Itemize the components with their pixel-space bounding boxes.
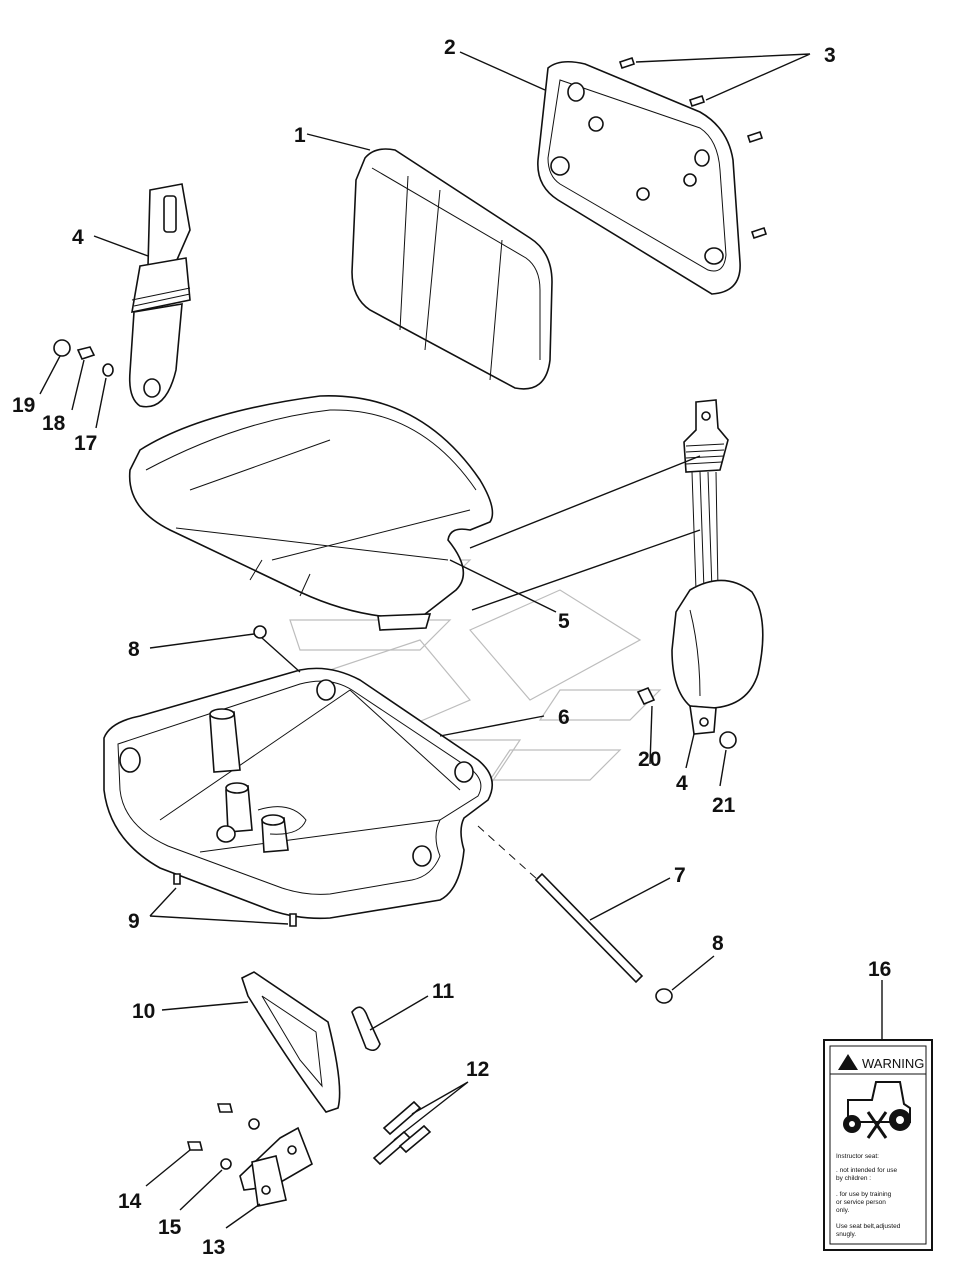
- callout-15: 15: [158, 1216, 182, 1239]
- callout-4-right: 4: [676, 772, 688, 795]
- label-heading: Instructor seat:: [836, 1153, 879, 1160]
- warning-triangle-icon: [838, 1054, 858, 1070]
- callout-2: 2: [444, 36, 456, 59]
- label-line-6: Use seat belt,adjusted: [836, 1223, 901, 1230]
- label-line-5: only.: [836, 1207, 849, 1214]
- seat-cushion: [128, 395, 494, 631]
- tractor-icon: [843, 1081, 911, 1139]
- callout-20: 20: [638, 748, 661, 771]
- callout-5: 5: [558, 610, 570, 633]
- backrest-cushion: [351, 148, 553, 390]
- callout-8-bottom: 8: [712, 932, 724, 955]
- callout-12: 12: [466, 1058, 489, 1081]
- callout-3: 3: [824, 44, 836, 67]
- callout-9: 9: [128, 910, 140, 933]
- callout-10: 10: [132, 1000, 155, 1023]
- plug-8-top: [253, 625, 267, 639]
- callout-18: 18: [42, 412, 66, 435]
- callout-numbers: 1 2 3 4 4 5 6 7 8 8 9 10 11 12 13 14 15 …: [12, 36, 891, 1259]
- warning-label: WARNING Instructor seat: . not intended …: [823, 1039, 933, 1251]
- label-line-3: . for use by training: [836, 1191, 892, 1198]
- callout-6: 6: [558, 706, 570, 729]
- seat-belt-retractor-right: [671, 399, 764, 735]
- spring-11: [351, 1006, 381, 1052]
- callout-13: 13: [202, 1236, 225, 1259]
- fasteners-14-15: [186, 1103, 260, 1170]
- hinge-13: [239, 1126, 313, 1207]
- fasteners-20-21: [636, 686, 737, 749]
- label-line-1: . not intended for use: [836, 1167, 897, 1174]
- bracket-10: [241, 971, 341, 1113]
- plug-8-bottom: [655, 988, 673, 1004]
- screws-9: [173, 873, 297, 927]
- warning-title: WARNING: [862, 1056, 924, 1071]
- seat-pan: [103, 667, 494, 920]
- fasteners-17-19: [53, 339, 114, 377]
- screws-3: [618, 56, 768, 240]
- callout-17: 17: [74, 432, 97, 455]
- callout-16: 16: [868, 958, 891, 981]
- callout-1: 1: [294, 124, 306, 147]
- pins-12: [372, 1100, 432, 1166]
- callout-11: 11: [432, 980, 455, 1003]
- callout-14: 14: [118, 1190, 142, 1213]
- rod-7: [477, 825, 644, 984]
- seat-belt-buckle-left: [128, 183, 191, 408]
- label-line-2: by children :: [836, 1175, 871, 1182]
- callout-7: 7: [674, 864, 686, 887]
- callout-21: 21: [712, 794, 736, 817]
- leader-lines: [39, 51, 883, 1229]
- callout-8-top: 8: [128, 638, 140, 661]
- label-line-7: snugly.: [836, 1231, 856, 1238]
- label-line-4: or service person: [836, 1199, 886, 1206]
- callout-4-left: 4: [72, 226, 84, 249]
- callout-19: 19: [12, 394, 35, 417]
- backrest-shell: [537, 60, 741, 295]
